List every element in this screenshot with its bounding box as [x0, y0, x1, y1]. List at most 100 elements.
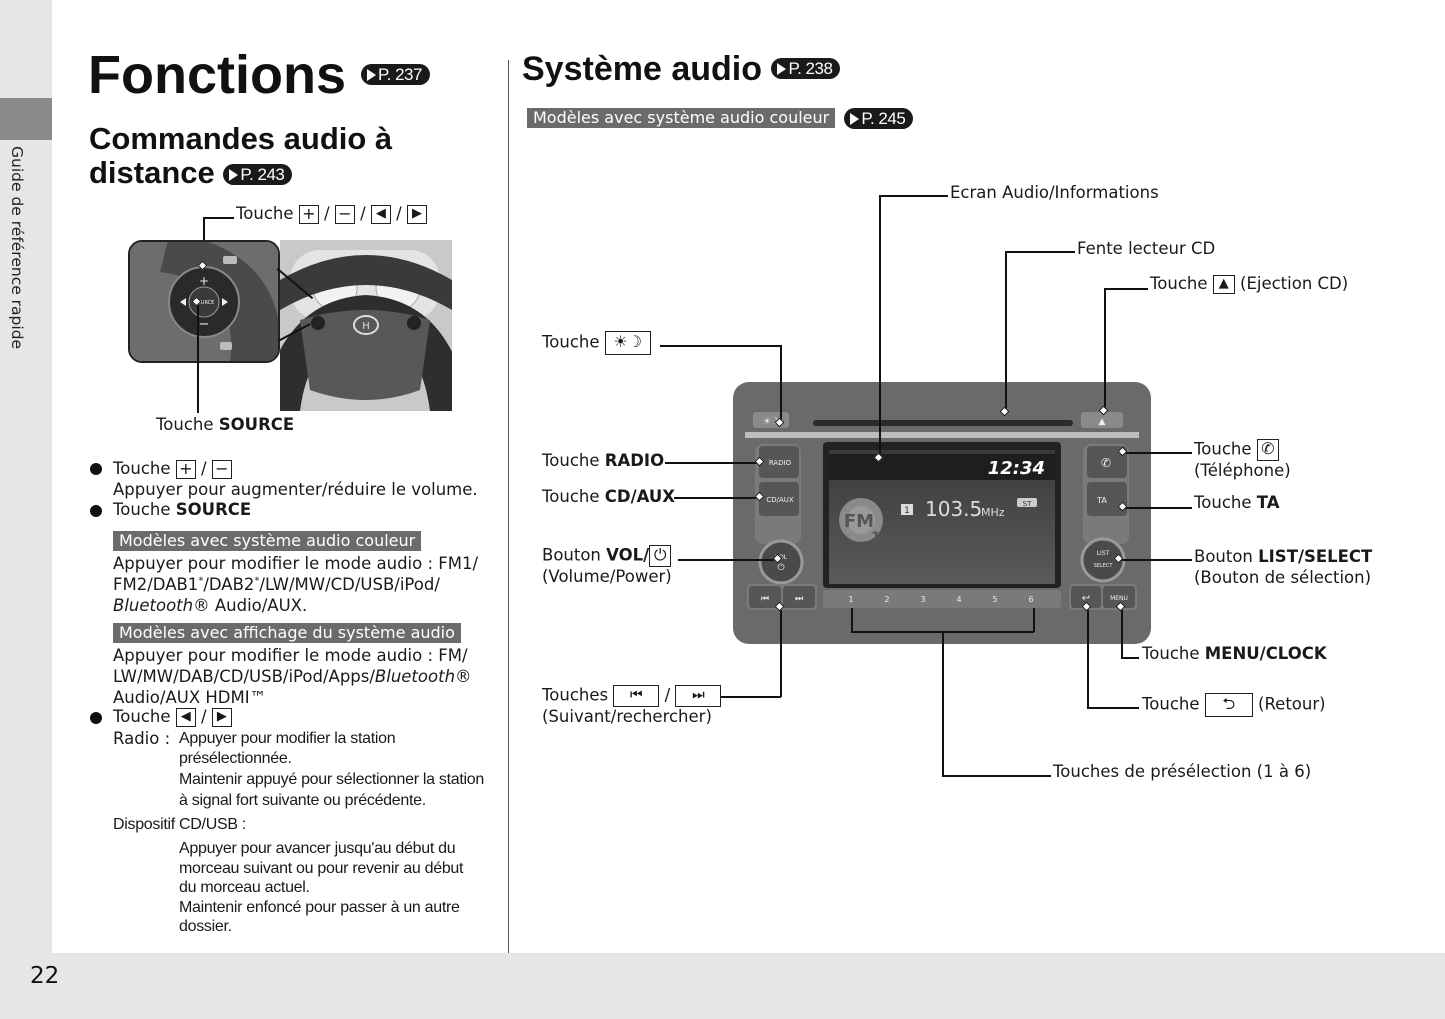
color-desc-line: Bluetooth® Audio/AUX. [113, 596, 307, 615]
svg-text:☀☽: ☀☽ [763, 417, 779, 427]
label-touche: Touche [542, 451, 600, 470]
bullet-touche: Touche [113, 500, 171, 519]
svg-text:1: 1 [904, 506, 910, 516]
svg-text:1: 1 [871, 530, 881, 546]
tag-ref-label: P. 245 [861, 109, 906, 128]
page-ref-link[interactable]: P. 237 [361, 64, 430, 86]
display-desc-line: Audio/AUX HDMI™ [113, 688, 267, 707]
label-touche: Touche [1142, 694, 1200, 714]
arrow-icon [367, 69, 376, 82]
page-title-text: Fonctions [88, 45, 346, 105]
svg-text:−: − [199, 317, 210, 332]
side-section-label: Guide de référence rapide [8, 146, 26, 350]
plus-key-icon: + [175, 460, 196, 479]
label-bold: RADIO [604, 451, 665, 470]
next-track-icon: ⏭ [675, 685, 722, 707]
section-title: Commandes audio à distance P. 243 [89, 122, 392, 190]
section-title-line2: distance [89, 155, 215, 190]
label-phone-sub: (Téléphone) [1194, 461, 1291, 480]
svg-text:▲: ▲ [1099, 417, 1106, 427]
bullet-icon [90, 463, 102, 475]
preset-numbers: 1 2 3 4 5 6 [848, 595, 1033, 604]
left-key-icon: ◀ [370, 205, 391, 224]
callout-source: Touche SOURCE [156, 415, 294, 434]
bullet-source: Touche SOURCE [113, 500, 251, 519]
radio-desc-line: Appuyer pour modifier la station [179, 730, 396, 747]
leader-line [674, 497, 761, 499]
desc-part: ® Audio/AUX. [193, 596, 308, 615]
radio-desc-line: Maintenir appuyé pour sélectionner la st… [179, 771, 484, 788]
label-touche: Touche [1142, 644, 1200, 663]
audio-ref-label: P. 238 [788, 58, 833, 78]
desc-part: ® [455, 667, 472, 686]
audio-model-tag-row: Modèles avec système audio couleur P. 24… [527, 108, 914, 129]
label-tracks-sub: (Suivant/rechercher) [542, 707, 712, 726]
radio-desc-line: présélectionnée. [179, 750, 292, 767]
bullet-touche: Touche [113, 707, 171, 726]
plus-key-icon: + [298, 205, 319, 224]
label-touche: Touche [542, 332, 600, 352]
svg-text:⏻: ⏻ [777, 562, 784, 573]
label-bold: TA [1256, 493, 1280, 512]
leader-line [1005, 251, 1007, 410]
minus-key-icon: − [334, 205, 355, 224]
leader-line [780, 610, 782, 697]
sep: / [664, 685, 671, 705]
radio-label: Radio : [113, 729, 171, 748]
svg-text:SELECT: SELECT [1094, 563, 1114, 569]
right-key-icon: ▶ [406, 205, 427, 224]
desc-part: FM2/DAB1 [113, 575, 199, 594]
display-desc-line: LW/MW/DAB/CD/USB/iPod/Apps/Bluetooth® [113, 667, 472, 686]
svg-text:⏮: ⏮ [761, 594, 769, 604]
label-suffix: (Retour) [1258, 694, 1326, 714]
leader-line [665, 462, 761, 464]
source-label: SOURCE [218, 415, 295, 434]
svg-text:FM: FM [844, 511, 874, 532]
svg-text:ST: ST [1023, 500, 1032, 508]
label-cd-slot: Fente lecteur CD [1077, 239, 1216, 258]
sep: / [201, 707, 207, 726]
cdusb-desc-line: Appuyer pour avancer jusqu'au début du [179, 840, 456, 857]
label-bold: VOL/ [606, 545, 650, 565]
callout-volume-seek: Touche + / − / ◀ / ▶ [236, 204, 427, 224]
label-bold: CD/AUX [604, 487, 675, 506]
cdusb-label: Dispositif CD/USB : [113, 816, 246, 833]
label-bold: LIST/SELECT [1258, 547, 1373, 566]
leader-line [1121, 657, 1139, 659]
model-tag-color: Modèles avec système audio couleur [527, 108, 836, 128]
steering-wheel-photo: H [280, 240, 452, 411]
footer-strip [0, 953, 1445, 1019]
svg-text:3: 3 [920, 595, 925, 604]
model-tag-display: Modèles avec affichage du système audio [113, 623, 461, 643]
tag-ref-link[interactable]: P. 245 [844, 108, 914, 129]
section-ref-link[interactable]: P. 243 [223, 164, 293, 186]
radio-desc-line: à signal fort suivante ou précédente. [179, 792, 426, 809]
callout-touche: Touche [236, 204, 294, 223]
label-menu: Touche MENU/CLOCK [1142, 644, 1327, 663]
color-desc-line: FM2/DAB1*/DAB2*/LW/MW/CD/USB/iPod/ [113, 575, 440, 594]
leader-line [851, 608, 853, 632]
cdusb-desc-line: dossier. [179, 918, 232, 935]
sep: / [396, 204, 402, 223]
page-title: Fonctions P. 237 [88, 44, 430, 106]
sep: / [201, 459, 207, 478]
asterisk: * [198, 575, 204, 587]
cdusb-desc-line: Maintenir enfoncé pour passer à un autre [179, 899, 460, 916]
eject-icon: ▲ [1212, 275, 1235, 294]
leader-line [1121, 610, 1123, 657]
model-tag-color: Modèles avec système audio couleur [113, 531, 422, 551]
leader-line [203, 217, 234, 219]
label-touche: Touche [542, 487, 600, 506]
audio-ref-link[interactable]: P. 238 [771, 57, 841, 79]
display-desc-line: Appuyer pour modifier le mode audio : FM… [113, 646, 468, 665]
leader-line [879, 195, 881, 457]
arrow-icon [229, 169, 239, 182]
bullet-volume: Touche + / − [113, 459, 232, 479]
svg-text:LIST: LIST [1097, 550, 1110, 557]
label-presets: Touches de présélection (1 à 6) [1053, 762, 1312, 781]
svg-text:H: H [362, 321, 370, 332]
cdusb-desc-line: morceau suivant ou pour revenir au début [179, 860, 464, 877]
svg-text:SOURCE: SOURCE [194, 300, 215, 306]
arrow-icon [850, 113, 860, 125]
asterisk: * [254, 575, 260, 587]
